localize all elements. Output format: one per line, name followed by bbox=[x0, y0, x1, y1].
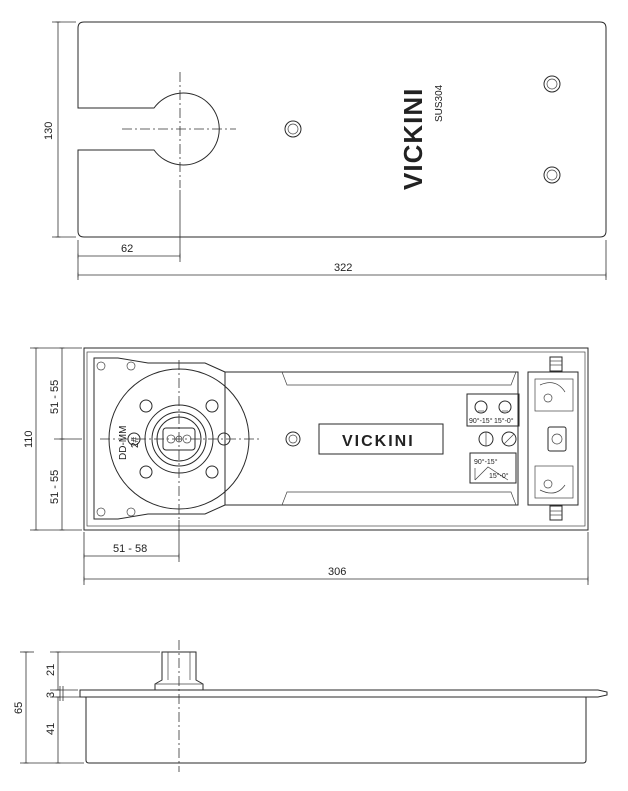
dim-upper-label: 51 - 55 bbox=[49, 380, 61, 414]
dim-spindle-height-label: 21 bbox=[45, 664, 57, 676]
dim-lower-label: 51 - 55 bbox=[49, 470, 61, 504]
mount-hole-3 bbox=[139, 465, 153, 479]
side-view: 65 21 3 41 bbox=[13, 640, 608, 772]
material-mark: SUS304 bbox=[434, 84, 445, 122]
body-inner-frame bbox=[86, 351, 586, 527]
dim-body-depth-label: 41 bbox=[45, 723, 57, 735]
cover-plate-outline bbox=[77, 21, 607, 238]
screw-hole-bottom-right bbox=[543, 166, 561, 184]
body-brand-logo: VICKINI bbox=[342, 433, 415, 450]
body-outer-frame bbox=[83, 347, 589, 531]
left-bracket-screw-top bbox=[96, 361, 136, 371]
dim-offset-label: 62 bbox=[121, 243, 133, 255]
main-body bbox=[225, 371, 519, 506]
dim-spindle-offset-label: 51 - 58 bbox=[113, 543, 147, 555]
speed-curve-icon bbox=[474, 466, 509, 481]
brand-plate bbox=[318, 423, 444, 455]
dim-plate-thickness-label: 3 bbox=[45, 692, 57, 698]
screw-hole-center bbox=[284, 120, 302, 138]
top-view: VICKINI SUS304 130 62 322 bbox=[43, 21, 607, 280]
valve-label-1: 90°-15° bbox=[469, 417, 493, 425]
cover-brand-logo: VICKINI bbox=[398, 88, 428, 190]
top-adjust-bolt bbox=[549, 356, 563, 372]
left-bracket bbox=[93, 357, 226, 520]
dim-body-height-label: 110 bbox=[23, 430, 35, 448]
upper-slot bbox=[281, 371, 517, 386]
side-cover-plate bbox=[79, 689, 608, 698]
body-screw bbox=[285, 431, 301, 447]
curve-label-1: 90°-15° bbox=[474, 458, 498, 466]
dim-total-height-label: 65 bbox=[13, 702, 25, 714]
curve-label-2: 15°-0° bbox=[489, 472, 509, 480]
valve-adjust-icon-2 bbox=[498, 400, 512, 414]
dim-length-label: 322 bbox=[334, 262, 352, 274]
valve-screw-1 bbox=[478, 431, 494, 447]
dim-height-label: 130 bbox=[43, 122, 55, 140]
valve-label-box bbox=[466, 393, 520, 427]
model-label: DD-MM bbox=[118, 426, 129, 460]
right-bracket bbox=[527, 371, 579, 506]
lower-slot bbox=[281, 491, 517, 506]
valve-label-2: 15°-0° bbox=[494, 417, 514, 425]
screw-hole-top-right bbox=[543, 75, 561, 93]
dim-body-length-label: 306 bbox=[328, 566, 346, 578]
mount-hole-1 bbox=[139, 399, 153, 413]
mount-hole-2 bbox=[205, 399, 219, 413]
valve-screw-2 bbox=[501, 431, 517, 447]
middle-view: DD-MM 2# VICKINI 90°-15° 15°-0° 90°-15° … bbox=[23, 347, 589, 585]
side-body bbox=[85, 696, 587, 764]
model-sub-label: 2# bbox=[130, 436, 141, 448]
speed-curve-box bbox=[469, 452, 517, 484]
left-bracket-screw-bottom bbox=[96, 507, 136, 517]
bottom-adjust-bolt bbox=[549, 505, 563, 521]
valve-adjust-icon-1 bbox=[474, 400, 488, 414]
mount-hole-4 bbox=[205, 465, 219, 479]
